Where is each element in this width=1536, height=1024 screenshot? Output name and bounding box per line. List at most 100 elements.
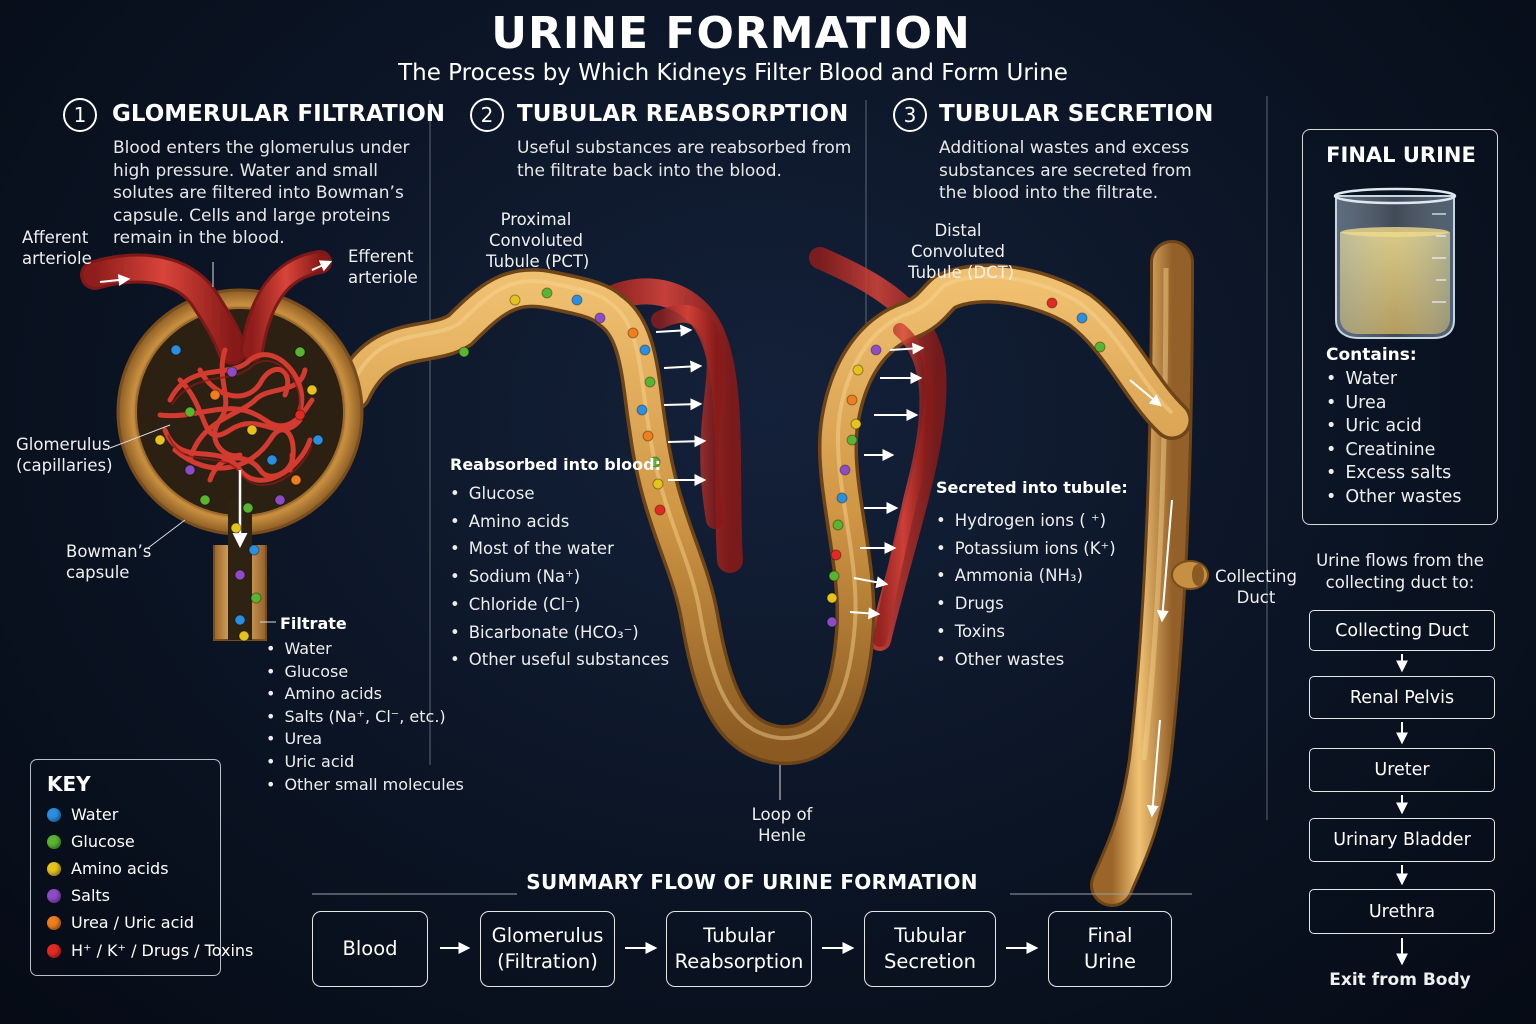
molecule-dot: [209, 389, 221, 401]
list-item: Sodium (Na⁺): [450, 563, 669, 591]
list-item: Ammonia (NH₃): [936, 562, 1116, 590]
molecule-dot: [294, 409, 306, 421]
molecule-dot: [199, 494, 211, 506]
list-item: Hydrogen ions ( ⁺): [936, 507, 1116, 535]
step-text: Reabsorption: [674, 950, 804, 973]
intro-line: collecting duct to:: [1325, 573, 1475, 592]
list-item: Other wastes: [1326, 486, 1461, 510]
duct-flow-arrow-1: [1156, 499, 1173, 623]
desc-line: Useful substances are reabsorbed from: [517, 138, 852, 158]
list-item: Amino acids: [450, 508, 669, 536]
key-item-salts: Salts: [47, 886, 110, 905]
molecule-dot: [828, 570, 840, 582]
filtrate-list: Water Glucose Amino acids Salts (Na⁺, Cl…: [266, 638, 464, 797]
dct-capillary-front: [873, 323, 934, 647]
list-item: Amino acids: [266, 683, 464, 706]
molecule-dot: [170, 344, 182, 356]
molecule-dot: [639, 344, 651, 356]
summary-heading: SUMMARY FLOW OF URINE FORMATION: [526, 870, 978, 894]
label-line: arteriole: [22, 249, 92, 268]
list-item: Glucose: [450, 480, 669, 508]
molecule-dot: [184, 464, 196, 476]
molecule-dot: [226, 366, 238, 378]
list-item: Excess salts: [1326, 462, 1461, 486]
leader-lines: [109, 262, 781, 800]
path-step-renal-pelvis: Renal Pelvis: [1309, 676, 1495, 719]
molecule-dot: [250, 592, 262, 604]
key-label: H⁺ / K⁺ / Drugs / Toxins: [71, 941, 254, 960]
list-item: Uric acid: [1326, 415, 1461, 439]
list-item: Drugs: [936, 590, 1116, 618]
label-line: Tubule (DCT): [908, 263, 1015, 282]
molecule-dot: [248, 544, 260, 556]
label-line: Duct: [1236, 588, 1276, 607]
urine-path-intro: Urine flows from the collecting duct to:: [1300, 550, 1500, 594]
label-line: Henle: [758, 826, 806, 845]
filtrate-heading: Filtrate: [280, 614, 347, 633]
label-line: Proximal: [500, 210, 572, 229]
final-urine-card: FINAL URINE Contains: Water Urea Uric ac…: [1302, 129, 1498, 525]
list-item: Other wastes: [936, 646, 1116, 674]
molecule-dot: [852, 364, 864, 376]
molecule-dot: [541, 287, 553, 299]
label-line: Tubule (PCT): [486, 252, 590, 271]
key-label: Salts: [71, 886, 111, 905]
label-line: Convoluted: [910, 242, 1006, 261]
summary-step-blood: Blood: [312, 911, 428, 987]
step-number-1: 1: [63, 98, 97, 132]
molecule-dot: [832, 519, 844, 531]
collecting-duct: [1090, 240, 1209, 907]
molecule-dot: [846, 394, 858, 406]
list-item: Uric acid: [266, 751, 464, 774]
step-number-3: 3: [893, 98, 927, 132]
key-item-urea: Urea / Uric acid: [47, 913, 194, 932]
key-item-water: Water: [47, 805, 118, 824]
amino-acid-dot-icon: [47, 861, 61, 876]
section-heading-reabsorption: TUBULAR REABSORPTION: [517, 101, 849, 127]
desc-line: solutes are filtered into Bowman’s: [113, 183, 404, 203]
label-line: Distal: [934, 221, 982, 240]
label-line: Efferent: [348, 247, 414, 266]
list-item: Glucose: [266, 661, 464, 684]
molecule-dot: [636, 404, 648, 416]
contains-label: Contains:: [1326, 345, 1417, 365]
salt-dot-icon: [47, 888, 61, 903]
molecule-dot: [230, 522, 242, 534]
key-label: Amino acids: [71, 859, 169, 878]
final-urine-list: Water Urea Uric acid Creatinine Excess s…: [1326, 368, 1461, 509]
key-item-amino-acids: Amino acids: [47, 859, 169, 878]
molecule-dot: [627, 327, 639, 339]
molecule-dot: [826, 592, 838, 604]
afferent-flow-arrow: [99, 274, 131, 286]
vasa-recta-front: [651, 304, 725, 529]
list-item: Urea: [1326, 392, 1461, 416]
final-urine-heading: FINAL URINE: [1326, 143, 1476, 167]
step-text: Tubular: [703, 924, 775, 947]
label-line: Convoluted: [488, 231, 584, 250]
water-dot-icon: [47, 807, 61, 822]
list-item: Water: [1326, 368, 1461, 392]
step-text: Blood: [342, 937, 398, 960]
label-line: arteriole: [348, 268, 418, 287]
intro-line: Urine flows from the: [1316, 551, 1484, 570]
section-desc-filtration: Blood enters the glomerulus under high p…: [113, 137, 410, 250]
afferent-arteriole-fill: [83, 256, 244, 362]
secreted-list: Hydrogen ions ( ⁺) Potassium ions (K⁺) A…: [936, 507, 1116, 673]
molecule-dots: [154, 287, 1106, 642]
secreted-heading: Secreted into tubule:: [936, 478, 1128, 497]
list-item: Salts (Na⁺, Cl⁻, etc.): [266, 706, 464, 729]
dct-flow-arrow: [1129, 379, 1162, 407]
reabsorbed-heading: Reabsorbed into blood:: [450, 455, 662, 474]
molecule-dot: [1076, 312, 1088, 324]
list-item: Urea: [266, 728, 464, 751]
desc-line: the blood into the filtrate.: [939, 183, 1159, 203]
list-item: Other useful substances: [450, 646, 669, 674]
label-line: capsule: [66, 563, 130, 582]
key-legend: KEY Water Glucose Amino acids Salts Urea…: [30, 759, 253, 976]
list-item: Other small molecules: [266, 774, 463, 797]
path-step-collecting-duct: Collecting Duct: [1309, 610, 1495, 651]
path-step-urinary-bladder: Urinary Bladder: [1309, 818, 1495, 862]
